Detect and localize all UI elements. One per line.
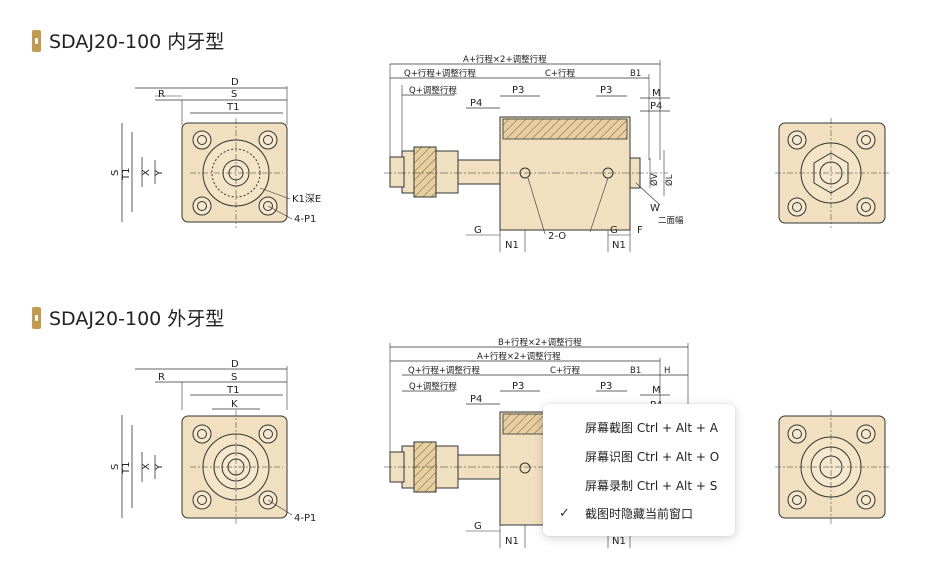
menu-item-screen-capture[interactable]: 屏幕截图 Ctrl + Alt + A (543, 415, 735, 439)
dim-Q2: Q+调整行程 (409, 381, 457, 392)
dim-S: S (231, 372, 237, 383)
dim-2-O: 2-O (548, 231, 566, 242)
dim-T1: T1 (226, 385, 239, 396)
dim-4-P1: 4-P1 (294, 513, 316, 524)
dim-P3b: P3 (600, 85, 612, 96)
dim-S: S (231, 89, 237, 100)
side-view-internal: A+行程×2+调整行程 Q+行程+调整行程 C+行程 B1 Q+调整行程 P3 … (384, 54, 684, 252)
dim-L: ØL (664, 174, 675, 186)
dim-W: W (650, 203, 660, 214)
dim-X: X (141, 463, 152, 470)
dim-N1a: N1 (505, 536, 519, 547)
dim-P3a: P3 (512, 85, 524, 96)
menu-item-label: 截图时隐藏当前窗口 (585, 506, 694, 521)
dim-P4a: P4 (470, 394, 482, 405)
dim-C: C+行程 (545, 68, 576, 79)
dim-G: G (474, 225, 482, 236)
menu-item-label: 屏幕识图 Ctrl + Alt + O (585, 449, 720, 464)
dim-T1-vertical: T1 (121, 168, 132, 181)
section-marker (32, 306, 41, 329)
dim-S-vertical: S (110, 170, 121, 176)
dim-A: A+行程×2+调整行程 (477, 351, 561, 362)
front-view-external: D R S T1 K S T1 X Y 4-P1 (110, 359, 316, 524)
dim-B1: B1 (630, 69, 641, 79)
dim-T1: T1 (226, 102, 239, 113)
dim-Q2: Q+调整行程 (409, 85, 457, 96)
dim-G: G (474, 521, 482, 532)
dim-C: C+行程 (550, 365, 581, 376)
menu-item-hide-window[interactable]: ✓ 截图时隐藏当前窗口 (543, 501, 735, 525)
dim-M: M (652, 385, 661, 396)
dim-B: B+行程×2+调整行程 (498, 337, 582, 348)
dim-K1: K1深E (292, 193, 321, 205)
dim-F: F (637, 225, 643, 236)
dim-X: X (141, 169, 152, 176)
dim-H: H (664, 366, 670, 376)
back-view-internal (775, 118, 889, 228)
dim-Q1: Q+行程+调整行程 (408, 365, 480, 376)
dim-T1-vertical: T1 (121, 462, 132, 475)
dim-D: D (231, 359, 239, 370)
dim-D: D (231, 77, 239, 88)
dim-M: M (652, 88, 661, 99)
dim-N1b: N1 (612, 536, 626, 547)
section-title-internal: SDAJ20-100 内牙型 (32, 27, 224, 54)
menu-item-screen-record[interactable]: 屏幕录制 Ctrl + Alt + S (543, 473, 735, 497)
menu-item-label: 屏幕录制 Ctrl + Alt + S (585, 478, 718, 493)
dim-A: A+行程×2+调整行程 (463, 54, 547, 65)
front-view-internal: D R S T1 S T1 X Y K1深E 4-P1 (110, 77, 321, 228)
section-marker (32, 29, 41, 52)
section-title-external: SDAJ20-100 外牙型 (32, 304, 224, 331)
dim-Q1: Q+行程+调整行程 (404, 68, 476, 79)
dim-W-label: 二面幅 (658, 215, 684, 226)
dim-B1: B1 (630, 366, 641, 376)
dim-P4b: P4 (650, 101, 662, 112)
dim-P4a: P4 (470, 98, 482, 109)
screenshot-context-menu: 屏幕截图 Ctrl + Alt + A 屏幕识图 Ctrl + Alt + O … (543, 404, 735, 536)
menu-item-screen-recognize[interactable]: 屏幕识图 Ctrl + Alt + O (543, 444, 735, 468)
section-title-text: SDAJ20-100 内牙型 (49, 31, 225, 53)
checkmark-icon: ✓ (559, 505, 570, 521)
dim-P3b: P3 (600, 381, 612, 392)
dim-S-vertical: S (110, 464, 121, 470)
menu-item-label: 屏幕截图 Ctrl + Alt + A (585, 420, 718, 435)
dim-V: ØV (649, 173, 660, 186)
dim-R: R (158, 89, 165, 100)
dim-R: R (158, 372, 165, 383)
dim-Y: Y (154, 169, 165, 177)
dim-K: K (231, 399, 238, 410)
back-view-external (775, 410, 889, 524)
dim-G2: G (610, 225, 618, 236)
section-title-text: SDAJ20-100 外牙型 (49, 308, 225, 330)
dim-P3a: P3 (512, 381, 524, 392)
dim-4-P1: 4-P1 (294, 214, 316, 225)
dim-N1a: N1 (505, 240, 519, 251)
dim-Y: Y (154, 463, 165, 471)
dim-N1b: N1 (612, 240, 626, 251)
